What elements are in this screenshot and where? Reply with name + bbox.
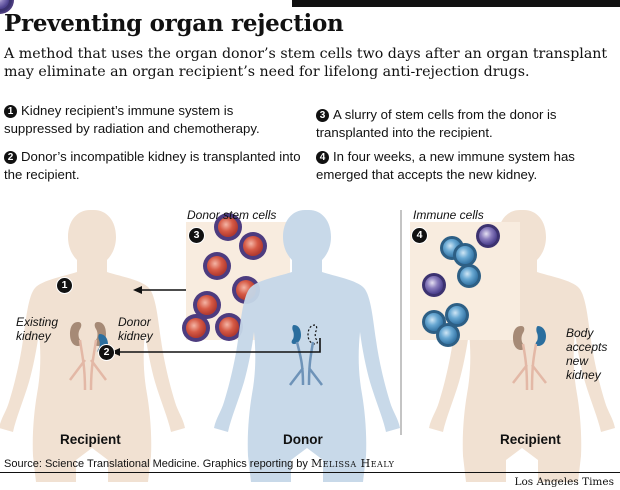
bottom-rule — [0, 472, 620, 473]
step-badge-3: 3 — [188, 227, 205, 244]
step-number: 4 — [316, 151, 329, 164]
source-author: Melissa Healy — [310, 457, 395, 470]
donor-kidneys — [289, 324, 323, 386]
existing-kidney-label: Existing kidney — [16, 315, 59, 343]
step-badge-2: 2 — [98, 344, 115, 361]
arrow-stem-cells-to-recipient — [133, 286, 186, 294]
recipient-right-kidneys — [512, 326, 547, 391]
page-title: Preventing organ rejection — [4, 10, 344, 37]
immune-cells — [0, 0, 500, 347]
subtitle: A method that uses the organ donor’s ste… — [4, 46, 608, 80]
step-badge-1: 1 — [56, 277, 73, 294]
donor-stem-cells-label: Donor stem cells — [187, 208, 277, 222]
step-text: Kidney recipient’s immune system is supp… — [4, 103, 260, 136]
step-text: In four weeks, a new immune system has e… — [316, 149, 575, 182]
body-accepts-label: Body accepts new kidney — [566, 326, 608, 382]
step-number: 3 — [316, 109, 329, 122]
source-line: Source: Science Translational Medicine. … — [4, 457, 394, 470]
donor-kidney-label: Donor kidney — [118, 315, 153, 343]
immune-cells-label: Immune cells — [413, 208, 484, 222]
caption-donor: Donor — [283, 432, 323, 447]
caption-recipient-right: Recipient — [500, 432, 561, 447]
caption-recipient-left: Recipient — [60, 432, 121, 447]
step-badge-4: 4 — [411, 227, 428, 244]
step-text: A slurry of stem cells from the donor is… — [316, 107, 557, 140]
publisher-credit: Los Angeles Times — [514, 476, 614, 488]
top-rule — [0, 0, 620, 7]
step-text: Donor’s incompatible kidney is transplan… — [4, 149, 301, 182]
recipient-left-kidneys — [69, 322, 108, 391]
step-number: 1 — [4, 105, 17, 118]
arrow-kidney-to-recipient — [111, 338, 321, 356]
source-text: Source: Science Translational Medicine. … — [4, 458, 311, 470]
step-number: 2 — [4, 151, 17, 164]
